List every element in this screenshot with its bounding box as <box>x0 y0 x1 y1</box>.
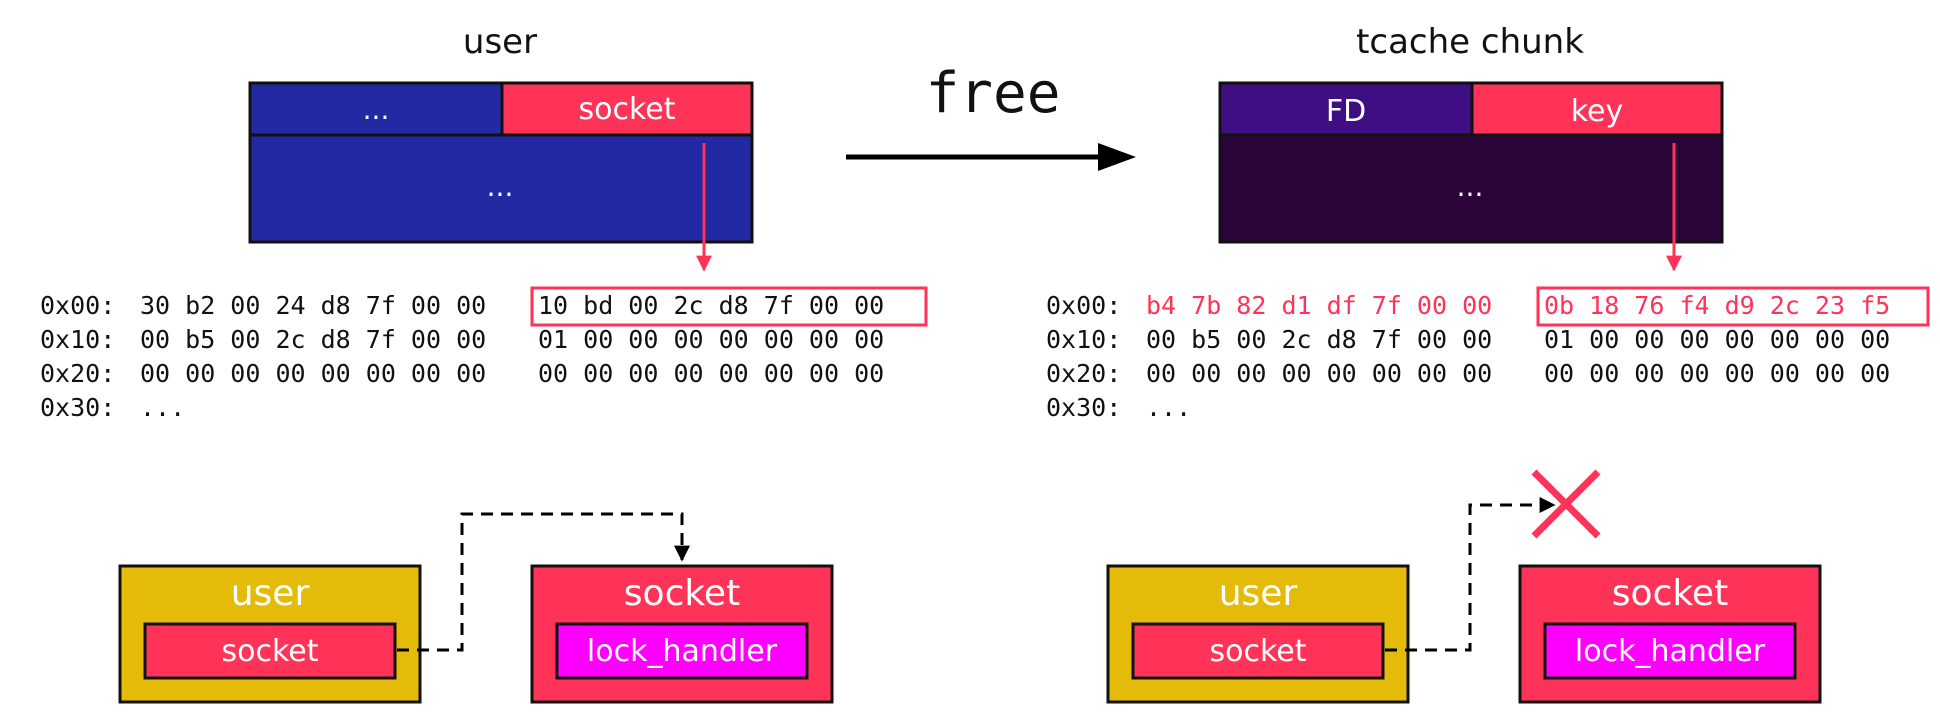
user-object-title: user <box>231 573 310 614</box>
lock-handler-field <box>555 622 809 680</box>
hexdump-bytes: 30 b2 00 24 d8 7f 00 00 <box>140 291 486 320</box>
hexdump-row: 0x20: 00 00 00 00 00 00 00 00 00 00 00 0… <box>40 359 884 388</box>
hexdump-bytes: 00 b5 00 2c d8 7f 00 00 <box>140 325 486 354</box>
invalid-cross-icon <box>1531 469 1601 539</box>
user-socket-field-label: socket <box>221 634 318 669</box>
tcache-fd-cell <box>1218 81 1474 137</box>
hexdump-row: 0x10: 00 b5 00 2c d8 7f 00 00 01 00 00 0… <box>1046 325 1890 354</box>
hexdump-row: 0x30: ... <box>1046 393 1191 422</box>
tcache-chunk-body <box>1218 133 1724 244</box>
tcache-chunk: tcache chunk FD key ... <box>1218 22 1724 272</box>
hexdump-bytes: 00 00 00 00 00 00 00 00 <box>140 359 486 388</box>
hexdump-offset: 0x20: <box>40 359 115 388</box>
hexdump-row: 0x20: 00 00 00 00 00 00 00 00 00 00 00 0… <box>1046 359 1890 388</box>
hexdump-offset: 0x10: <box>1046 325 1121 354</box>
hexdump-row: 0x00: b4 7b 82 d1 df 7f 00 00 0b 18 76 f… <box>1046 291 1890 320</box>
user-chunk-left-cell <box>248 81 504 137</box>
free-label: free <box>926 61 1061 126</box>
user-chunk-left-cell-label: ... <box>363 93 390 126</box>
hexdump-row: 0x00: 30 b2 00 24 d8 7f 00 00 10 bd 00 2… <box>40 291 884 320</box>
dangling-reference-arrow <box>1385 497 1556 652</box>
hexdump-offset: 0x30: <box>1046 393 1121 422</box>
user-chunk-body <box>248 133 754 244</box>
user-chunk-socket-cell-label: socket <box>578 92 675 127</box>
socket-object-title: socket <box>1612 573 1728 614</box>
user-socket-field <box>1131 622 1385 680</box>
free-arrow-head <box>1098 143 1136 171</box>
tcache-key-cell <box>1470 81 1724 137</box>
hexdump-bytes: 01 00 00 00 00 00 00 00 <box>538 325 884 354</box>
user-object-title: user <box>1219 573 1298 614</box>
lock-handler-field <box>1543 622 1797 680</box>
socket-object-title: socket <box>624 573 740 614</box>
user-hexdump: 0x00: 30 b2 00 24 d8 7f 00 00 10 bd 00 2… <box>40 286 928 422</box>
hexdump-bytes: ... <box>1146 393 1191 422</box>
hexdump-offset: 0x00: <box>40 291 115 320</box>
hexdump-offset: 0x10: <box>40 325 115 354</box>
hexdump-offset: 0x00: <box>1046 291 1121 320</box>
hexdump-bytes: 01 00 00 00 00 00 00 00 <box>1544 325 1890 354</box>
user-chunk-title: user <box>463 22 537 62</box>
tcache-key-label: key <box>1571 94 1624 129</box>
key-bytes-highlight-box <box>1536 286 1930 327</box>
dangling-reference-diagram: user socket socket lock_handler <box>1106 469 1822 704</box>
hexdump-bytes: 00 00 00 00 00 00 00 00 <box>538 359 884 388</box>
socket-reference-arrow <box>397 512 690 652</box>
hexdump-bytes: ... <box>140 393 185 422</box>
tcache-chunk-title: tcache chunk <box>1356 22 1584 62</box>
hexdump-bytes-fd: b4 7b 82 d1 df 7f 00 00 <box>1146 291 1492 320</box>
tcache-body-label: ... <box>1457 170 1484 203</box>
socket-bytes-highlight-box <box>530 286 928 327</box>
hexdump-bytes-highlighted: 10 bd 00 2c d8 7f 00 00 <box>538 291 884 320</box>
user-chunk: user ... socket ... <box>248 22 754 272</box>
user-chunk-body-label: ... <box>487 170 514 203</box>
hexdump-offset: 0x20: <box>1046 359 1121 388</box>
hexdump-bytes: 00 b5 00 2c d8 7f 00 00 <box>1146 325 1492 354</box>
tcache-fd-label: FD <box>1326 94 1366 129</box>
hexdump-row: 0x10: 00 b5 00 2c d8 7f 00 00 01 00 00 0… <box>40 325 884 354</box>
valid-reference-diagram: user socket socket lock_handler <box>118 512 834 704</box>
hexdump-bytes: 00 00 00 00 00 00 00 00 <box>1544 359 1890 388</box>
lock-handler-label: lock_handler <box>587 634 778 669</box>
free-transition: free <box>846 61 1136 171</box>
user-socket-field <box>143 622 397 680</box>
tcache-hexdump: 0x00: b4 7b 82 d1 df 7f 00 00 0b 18 76 f… <box>1046 286 1930 422</box>
hexdump-bytes: 00 00 00 00 00 00 00 00 <box>1146 359 1492 388</box>
hexdump-row: 0x30: ... <box>40 393 185 422</box>
user-socket-field-label: socket <box>1209 634 1306 669</box>
hexdump-bytes-key: 0b 18 76 f4 d9 2c 23 f5 <box>1544 291 1890 320</box>
hexdump-offset: 0x30: <box>40 393 115 422</box>
lock-handler-label: lock_handler <box>1575 634 1766 669</box>
